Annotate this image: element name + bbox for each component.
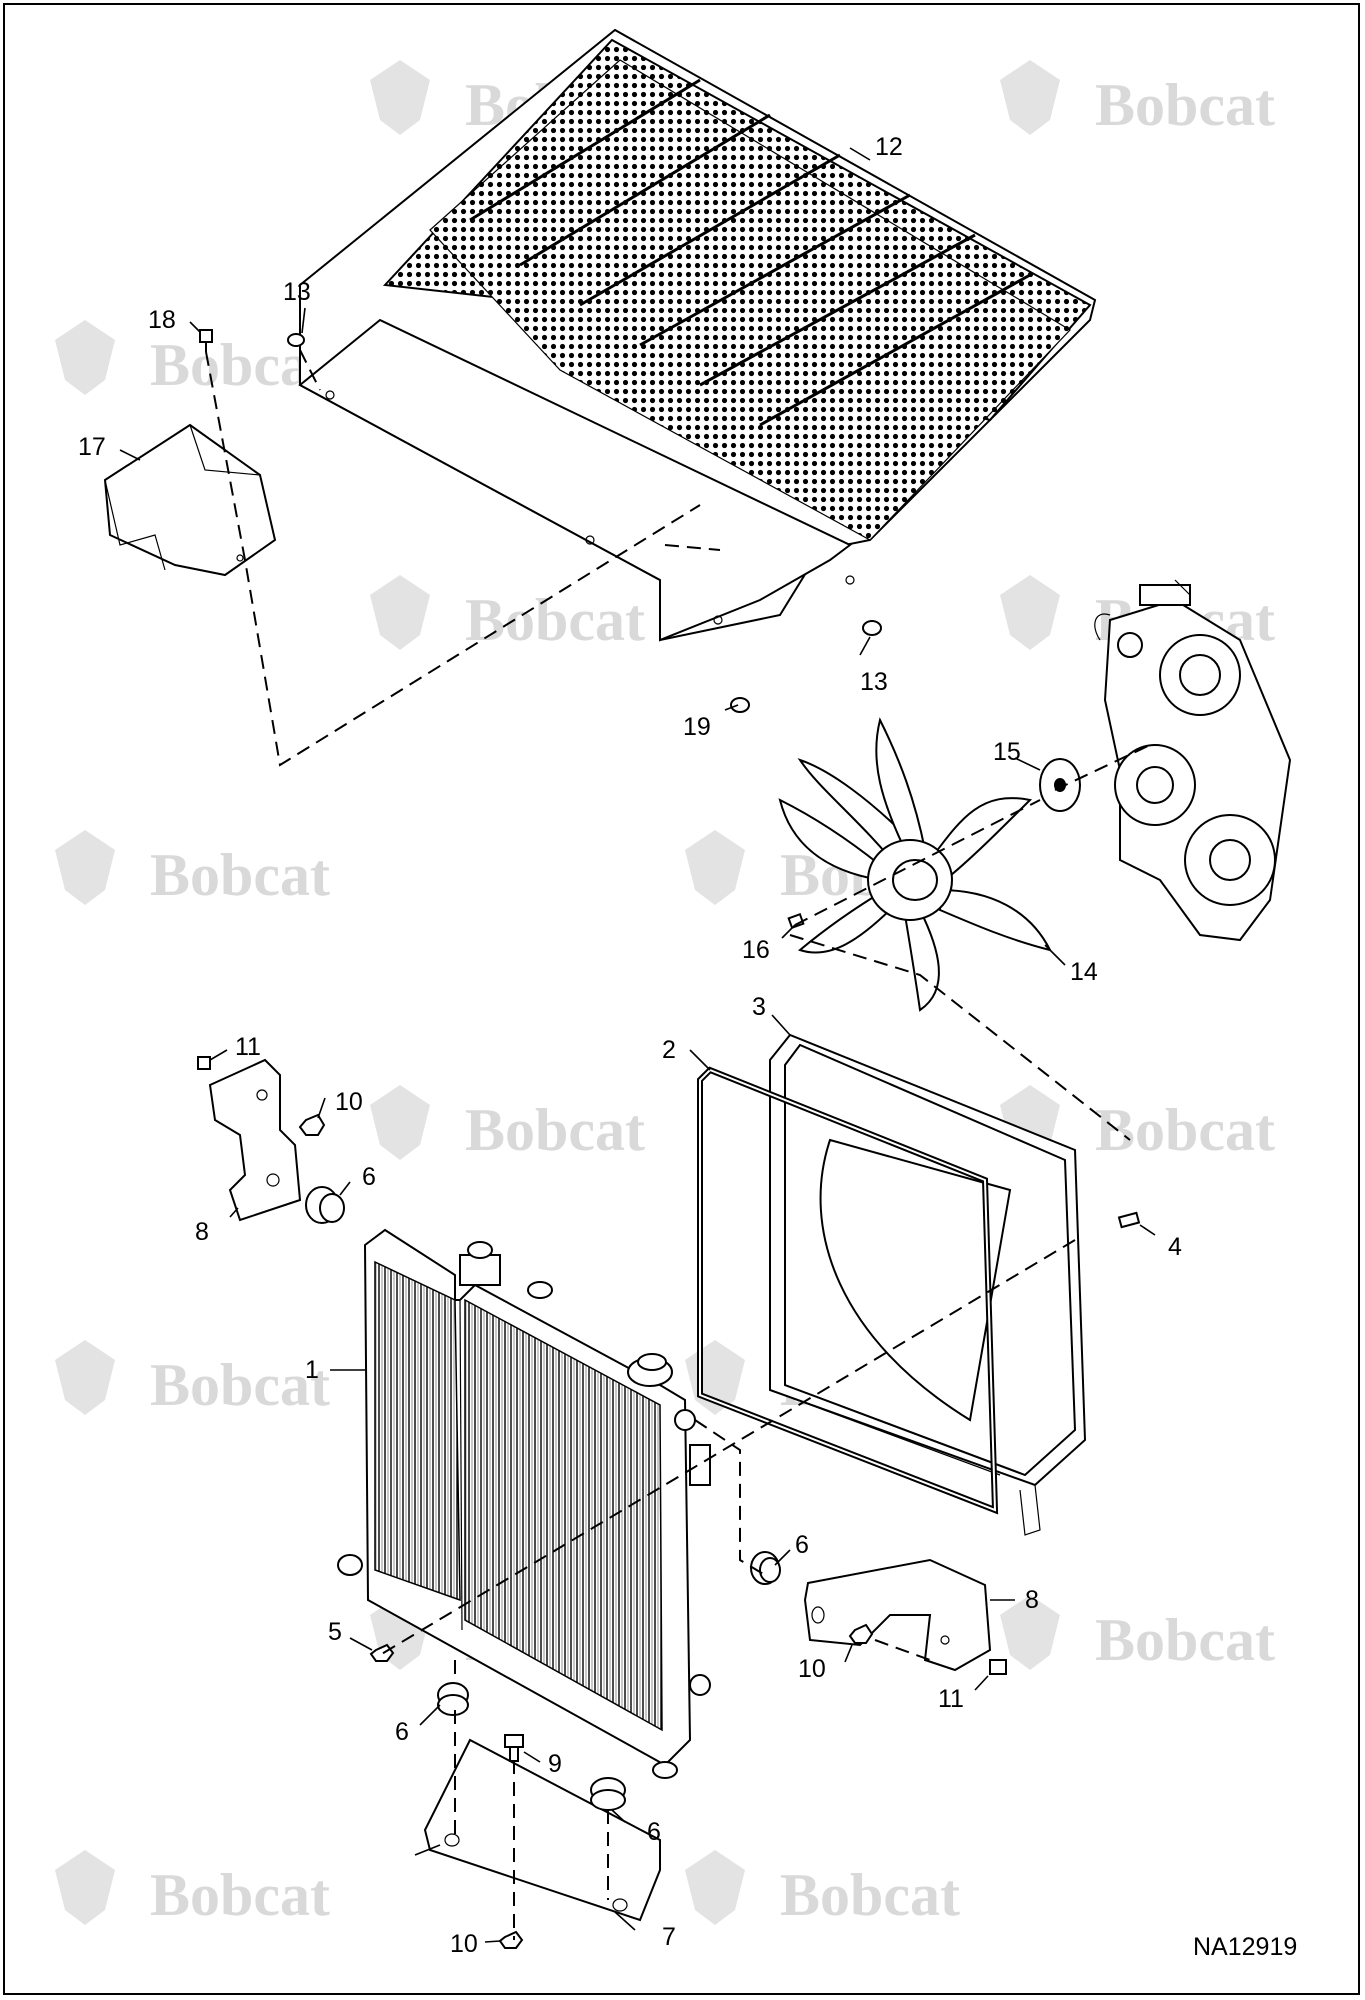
part-2-seal: [697, 1066, 999, 1515]
drawing-code: NA12919: [1193, 1933, 1297, 1961]
callout-6-lower-right: 6: [647, 1818, 661, 1846]
callout-15: 15: [993, 738, 1021, 766]
grille-ribs: [469, 78, 1031, 427]
callout-1: 1: [305, 1356, 319, 1384]
callout-8-upper: 8: [195, 1218, 209, 1246]
part-10-nut-lower: [498, 1930, 524, 1949]
assembly-lines: [205, 349, 1151, 1940]
callout-13-lower: 13: [860, 668, 888, 696]
bobcat-watermark: Bobcat: [55, 830, 330, 908]
watermark-text: Bobcat: [1095, 72, 1275, 138]
callout-11-upper: 11: [235, 1033, 261, 1061]
callout-5: 5: [328, 1618, 342, 1646]
part-17-cover: [103, 423, 277, 577]
callout-18: 18: [148, 306, 176, 334]
part-6-bushing-lower-left: [437, 1682, 469, 1716]
part-8-bracket-upper: [197, 1056, 345, 1224]
watermark-text: Bobcat: [465, 587, 645, 653]
part-13-washer-lower: [862, 620, 882, 636]
bobcat-watermark: Bobcat: [1000, 1595, 1275, 1673]
bobcat-watermark: Bobcat: [370, 1085, 645, 1163]
part-11-bolt-right: [989, 1659, 1007, 1675]
callout-3: 3: [752, 993, 766, 1021]
part-1-radiator: [337, 1228, 711, 1779]
bobcat-watermark: Bobcat: [370, 575, 645, 653]
part-6-bushing-right: [750, 1551, 781, 1585]
engine-front-assembly: [1094, 579, 1292, 942]
callout-16: 16: [742, 936, 770, 964]
part-6-bushing-lower-right: [590, 1777, 626, 1811]
part-18-bolt: [199, 329, 213, 352]
callout-4: 4: [1168, 1233, 1182, 1261]
callout-14: 14: [1070, 958, 1098, 986]
bobcat-watermark: Bobcat: [685, 1850, 960, 1928]
callout-6-right: 6: [795, 1531, 809, 1559]
callout-10-right: 10: [798, 1655, 826, 1683]
part-4-bolt: [1117, 1211, 1141, 1229]
watermark-text: Bobcat: [150, 842, 330, 908]
part-9-bolt: [504, 1734, 524, 1762]
leader-lines: [119, 147, 1156, 1943]
part-19-nut: [730, 697, 750, 713]
part-12-perforated-grille: [298, 28, 1097, 642]
callout-7: 7: [662, 1923, 676, 1951]
part-5-nut: [369, 1643, 395, 1662]
callout-10-lower: 10: [450, 1930, 478, 1958]
part-11-bolt-upper: [197, 1056, 211, 1070]
part-8-bracket-lower: [750, 1551, 1007, 1675]
watermark-text: Bobcat: [780, 1862, 960, 1928]
callout-9: 9: [548, 1750, 562, 1778]
callout-2: 2: [662, 1036, 676, 1064]
part-10-nut-right: [848, 1623, 874, 1644]
callout-12: 12: [875, 133, 903, 161]
bobcat-watermark: Bobcat: [55, 1850, 330, 1928]
bobcat-watermark: Bobcat: [55, 1340, 330, 1418]
watermark-text: Bobcat: [150, 1862, 330, 1928]
part-3-fan-shroud: [769, 1033, 1087, 1536]
part-16-bolt: [787, 912, 805, 930]
part-14-fan: [778, 717, 1052, 1012]
hardware-top: [199, 329, 882, 713]
callout-6-lower-left: 6: [395, 1718, 409, 1746]
callout-6-upper: 6: [362, 1163, 376, 1191]
callout-17: 17: [78, 433, 106, 461]
callout-11-right: 11: [938, 1685, 964, 1713]
watermark-text: Bobcat: [1095, 1097, 1275, 1163]
part-7-mounting-plate: [369, 1211, 1141, 1949]
watermark-text: Bobcat: [1095, 1607, 1275, 1673]
part-13-washer-upper: [287, 333, 305, 347]
callout-13-upper: 13: [283, 278, 311, 306]
callout-19: 19: [683, 713, 711, 741]
callout-10-upper: 10: [335, 1088, 363, 1116]
part-10-nut-upper: [298, 1113, 326, 1136]
bobcat-watermark: Bobcat: [55, 320, 330, 398]
part-6-bushing-upper: [305, 1186, 345, 1224]
watermark-text: Bobcat: [465, 1097, 645, 1163]
bobcat-watermark: Bobcat: [1000, 60, 1275, 138]
callout-8-lower: 8: [1025, 1586, 1039, 1614]
callouts: 12 13 18 17 13 19 15 14 16 3 2 4 1 8 6 1…: [78, 133, 1182, 1958]
watermark-text: Bobcat: [150, 1352, 330, 1418]
